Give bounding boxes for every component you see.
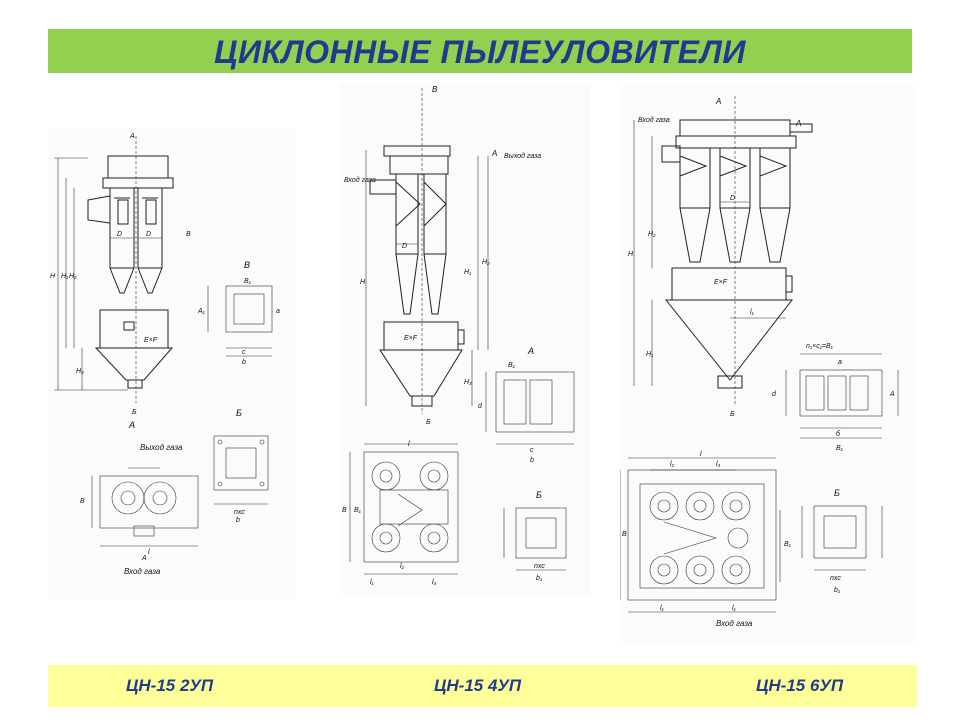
model-label-2up: ЦН-15 2УП	[126, 676, 214, 695]
svg-text:А: А	[795, 119, 801, 128]
svg-text:a: a	[276, 308, 280, 315]
svg-text:Б: Б	[132, 409, 137, 416]
svg-text:B₁: B₁	[354, 507, 362, 514]
svg-text:a: a	[838, 359, 842, 366]
svg-text:nxc: nxc	[830, 575, 841, 582]
svg-text:l₂: l₂	[400, 563, 405, 570]
svg-text:D: D	[117, 231, 122, 238]
svg-text:l₁: l₁	[660, 605, 665, 612]
right-inlet-label-top: Вход газа	[638, 116, 670, 124]
svg-text:nxc: nxc	[534, 563, 545, 570]
svg-text:E×F: E×F	[714, 279, 728, 286]
svg-text:Б: Б	[834, 488, 840, 498]
left-inlet-label: Вход газа	[124, 567, 161, 576]
svg-text:l₁: l₁	[732, 605, 737, 612]
svg-text:Б: Б	[426, 419, 431, 426]
svg-text:А: А	[128, 420, 135, 430]
svg-text:l₃: l₃	[432, 579, 437, 586]
svg-text:nxc: nxc	[234, 509, 245, 516]
svg-text:c: c	[530, 447, 534, 454]
svg-text:H: H	[360, 279, 366, 286]
svg-text:D: D	[146, 231, 151, 238]
svg-text:H₁: H₁	[61, 273, 69, 280]
svg-text:B₁: B₁	[784, 541, 792, 548]
svg-text:H₁: H₁	[646, 351, 654, 358]
svg-text:D: D	[730, 195, 735, 202]
svg-text:d: d	[478, 403, 483, 410]
svg-text:l₂: l₂	[670, 461, 675, 468]
page-title: ЦИКЛОННЫЕ ПЫЛЕУЛОВИТЕЛИ	[214, 34, 746, 70]
svg-text:B: B	[342, 507, 347, 514]
svg-text:А: А	[141, 555, 147, 562]
svg-text:A: A	[889, 391, 895, 398]
svg-text:В: В	[186, 231, 191, 238]
svg-text:H: H	[50, 273, 56, 280]
model-label-6up: ЦН-15 6УП	[756, 676, 844, 695]
svg-text:В: В	[432, 85, 438, 94]
svg-text:l: l	[408, 441, 410, 448]
svg-text:H₂: H₂	[69, 273, 77, 280]
svg-text:d: d	[772, 391, 777, 398]
svg-text:H₂: H₂	[648, 231, 656, 238]
svg-text:b₁: b₁	[834, 587, 841, 594]
svg-text:Б: Б	[236, 408, 242, 418]
svg-text:b₁: b₁	[536, 575, 543, 582]
svg-text:Б: Б	[536, 490, 542, 500]
svg-text:В: В	[244, 260, 250, 270]
svg-text:c: c	[242, 349, 246, 356]
svg-text:E×F: E×F	[404, 335, 418, 342]
svg-text:B₁: B₁	[244, 278, 252, 285]
svg-text:l: l	[700, 451, 702, 458]
title-banner	[48, 29, 912, 73]
left-outlet-label: Выход газа	[140, 443, 183, 452]
svg-text:B: B	[80, 498, 85, 505]
svg-text:l₁: l₁	[370, 579, 375, 586]
svg-text:B₁: B₁	[836, 445, 844, 452]
svg-text:b: b	[236, 517, 240, 524]
right-inlet-label-bottom: Вход газа	[716, 619, 753, 628]
svg-text:l₁: l₁	[750, 309, 755, 316]
svg-text:n₁×c₁=B₁: n₁×c₁=B₁	[806, 343, 834, 350]
svg-text:b: b	[530, 457, 534, 464]
svg-text:E×F: E×F	[144, 337, 158, 344]
svg-text:D: D	[402, 243, 407, 250]
model-label-4up: ЦН-15 4УП	[434, 676, 522, 695]
middle-inlet-label: Вход газа	[344, 176, 376, 184]
svg-text:b: b	[242, 359, 246, 366]
svg-text:А: А	[129, 133, 135, 140]
svg-text:B: B	[622, 531, 627, 538]
svg-text:H₁: H₁	[464, 269, 472, 276]
svg-text:б: б	[836, 430, 841, 438]
svg-text:H: H	[628, 251, 634, 258]
svg-text:H₃: H₃	[464, 379, 472, 386]
middle-outlet-label: Выход газа	[504, 152, 541, 160]
svg-text:l₃: l₃	[716, 461, 721, 468]
svg-text:Б: Б	[730, 411, 735, 418]
model-caption-bar	[48, 665, 917, 707]
svg-text:l: l	[148, 549, 150, 556]
svg-text:А: А	[491, 149, 497, 158]
drawing-cn15-4up: В А Выход газа Вход газа H H₁ H₂ H₃ D E×F Б…	[340, 84, 590, 594]
svg-text:А: А	[527, 346, 534, 356]
svg-text:H₂: H₂	[482, 259, 490, 266]
svg-text:B₁: B₁	[508, 362, 516, 369]
svg-text:A₁: A₁	[197, 308, 206, 315]
svg-text:H₃: H₃	[76, 368, 84, 375]
svg-text:А: А	[715, 97, 721, 106]
